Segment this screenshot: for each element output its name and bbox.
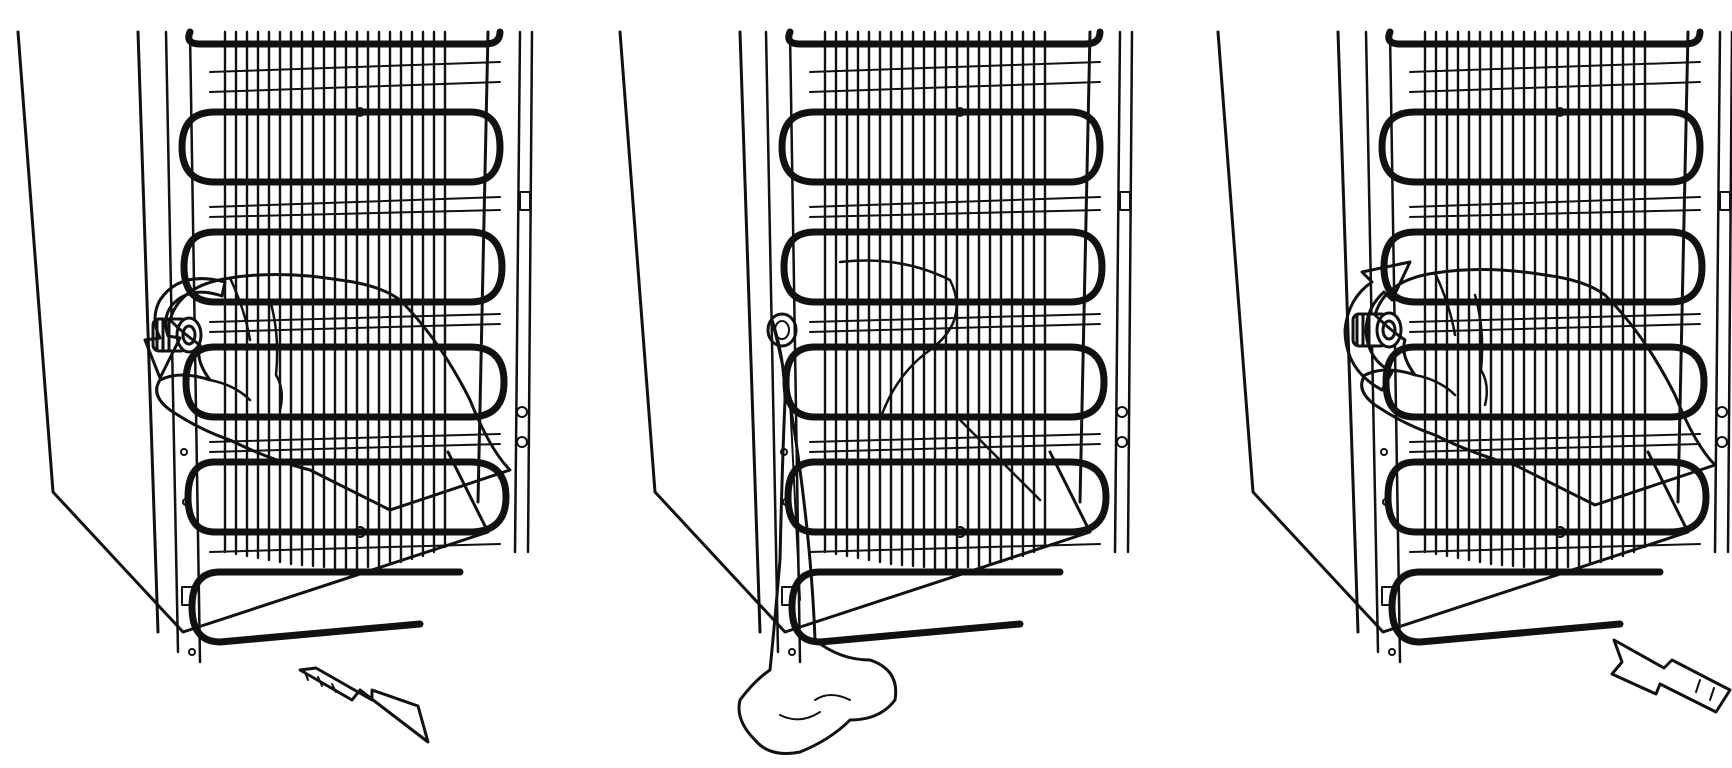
push-in-arrow-icon	[1612, 640, 1730, 712]
hand-1	[157, 274, 510, 510]
condenser-coil-1	[166, 32, 532, 662]
cabinet-outline-1	[18, 32, 488, 632]
pull-out-arrow-icon	[300, 668, 428, 742]
condenser-coil-3	[1366, 32, 1732, 662]
panel-step-1	[18, 32, 532, 742]
water-stream-icon	[739, 320, 896, 754]
cabinet-outline-2	[620, 32, 1090, 632]
cabinet-outline-3	[1218, 32, 1688, 632]
panel-step-2	[620, 32, 1132, 754]
panel-step-3	[1218, 32, 1732, 712]
condenser-coil-2	[766, 32, 1132, 662]
